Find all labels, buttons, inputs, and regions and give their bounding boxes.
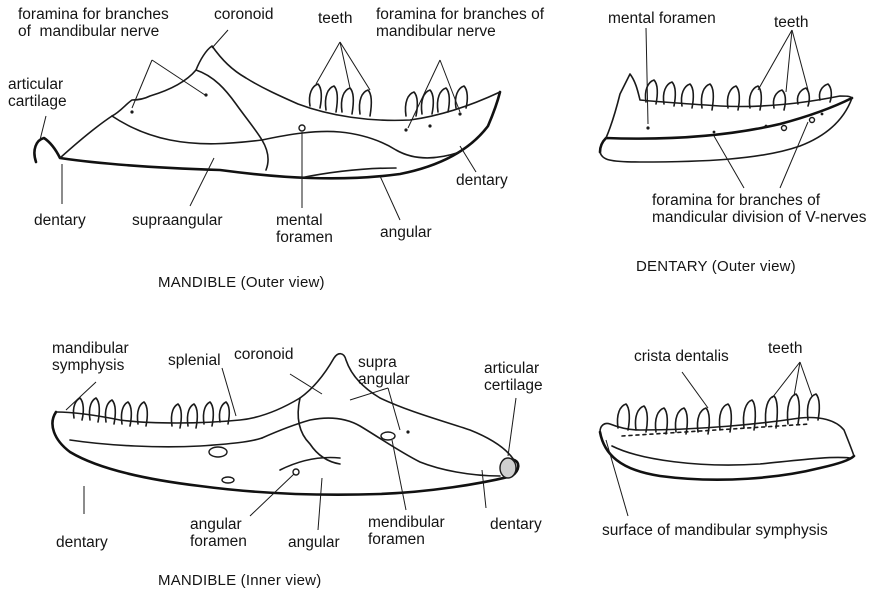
outer-mandible-teeth [309, 84, 467, 116]
inner-dentary-figure [600, 362, 854, 516]
outer-supraangular-suture [112, 116, 262, 144]
inner-mandible-leader-lines [66, 368, 516, 530]
label-dentary-inner-left: dentary [56, 534, 108, 551]
inner-dentary-teeth [617, 394, 819, 434]
inner-dentary-upper-border [600, 418, 854, 457]
label-articular-cartilage-inner: articular certilage [484, 360, 543, 394]
inner-mandible-figure [52, 354, 518, 530]
inner-coronoid-suture [298, 398, 340, 464]
label-mandibular-symphysis: mandibular symphysis [52, 340, 129, 374]
caption-mandible-inner-view: MANDIBLE (Inner view) [158, 572, 321, 589]
label-angular-outer: angular [380, 224, 432, 241]
label-teeth-dentary-inner: teeth [768, 340, 802, 357]
label-supraangular: supraangular [132, 212, 222, 229]
inner-meckel-groove [70, 438, 262, 447]
label-dentary-outer-left: dentary [34, 212, 86, 229]
label-crista-dentalis: crista dentalis [634, 348, 729, 365]
caption-mandible-outer-view: MANDIBLE (Outer view) [158, 274, 325, 291]
inner-angular-suture [262, 418, 500, 476]
inner-angular-outline [280, 458, 340, 471]
label-angular-inner: angular [288, 534, 340, 551]
inner-articular-cartilage [500, 458, 516, 478]
label-dentary-outer-right: dentary [456, 172, 508, 189]
label-mandibular-foramen: mendibular foramen [368, 514, 445, 548]
outer-dentary-base [600, 98, 852, 162]
outer-dentary-suture [262, 131, 460, 157]
label-foramina-mandibular-nerve-right: foramina for branches of mandibular nerv… [376, 6, 544, 40]
label-foramina-mandibular-nerve-left: foramina for branches of mandibular nerv… [18, 6, 169, 40]
outer-mandible-figure [34, 30, 500, 220]
label-mental-foramen-dentary: mental foramen [608, 10, 716, 27]
outer-mental-foramen-hole [299, 125, 305, 131]
outer-dentary-teeth [645, 80, 831, 110]
inner-dentary-leader-lines [606, 362, 812, 516]
inner-splenial-foramen [209, 447, 227, 457]
inner-mandible-teeth [73, 398, 229, 428]
label-coronoid-outer: coronoid [214, 6, 273, 23]
label-articular-cartilage-outer: articular cartilage [8, 76, 67, 110]
caption-dentary-outer-view: DENTARY (Outer view) [636, 258, 796, 275]
label-mental-foramen-outer: mental foramen [276, 212, 333, 246]
outer-dentary-upper-border [606, 74, 852, 138]
label-supra-angular-inner: supra angular [358, 354, 410, 388]
outer-dentary-figure [600, 28, 852, 188]
label-teeth-outer: teeth [318, 10, 352, 27]
label-coronoid-inner: coronoid [234, 346, 293, 363]
label-angular-foramen: angular foramen [190, 516, 247, 550]
label-foramina-v-nerves: foramina for branches of mandicular divi… [652, 192, 867, 226]
outer-mandible-leader-lines [40, 30, 476, 220]
inner-mandibular-foramen-hole [381, 432, 395, 440]
label-splenial: splenial [168, 352, 221, 369]
label-teeth-dentary-outer: teeth [774, 14, 808, 31]
inner-dentary-groove [612, 446, 850, 465]
label-surface-mandibular-symphysis: surface of mandibular symphysis [602, 522, 828, 539]
label-dentary-inner-right: dentary [490, 516, 542, 533]
